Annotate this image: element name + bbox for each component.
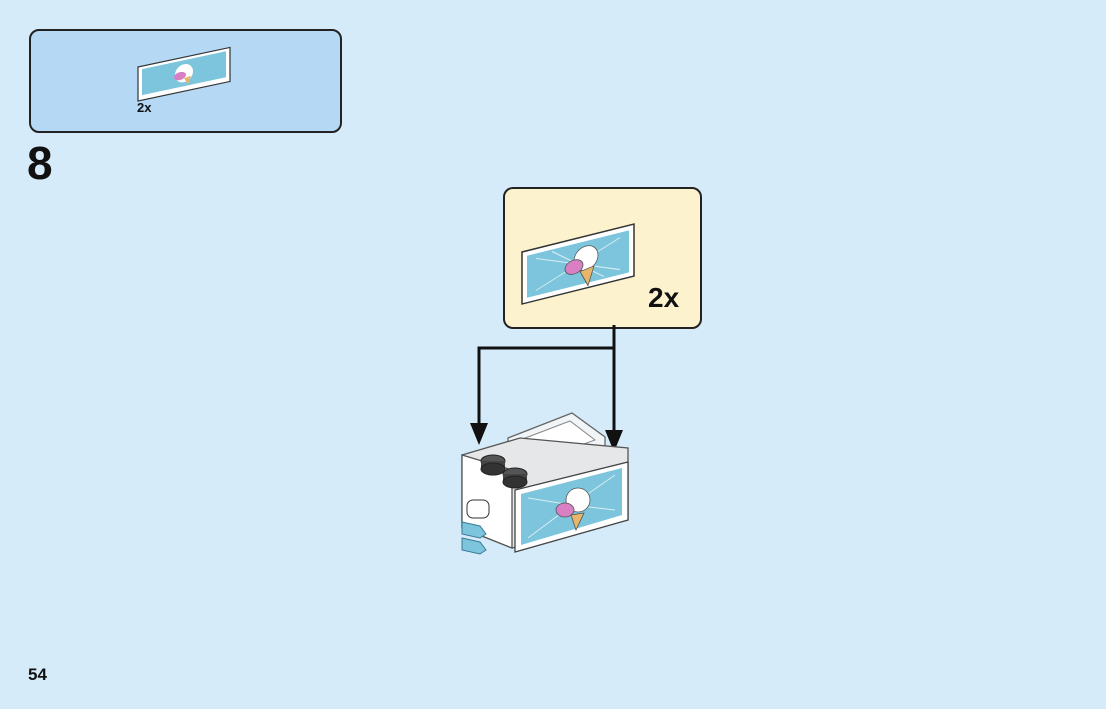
parts-list-box [29,29,342,133]
page-number: 54 [28,665,47,684]
callout-quantity: 2x [648,282,680,313]
step-number: 8 [27,137,53,189]
parts-list-quantity: 2x [137,100,152,115]
